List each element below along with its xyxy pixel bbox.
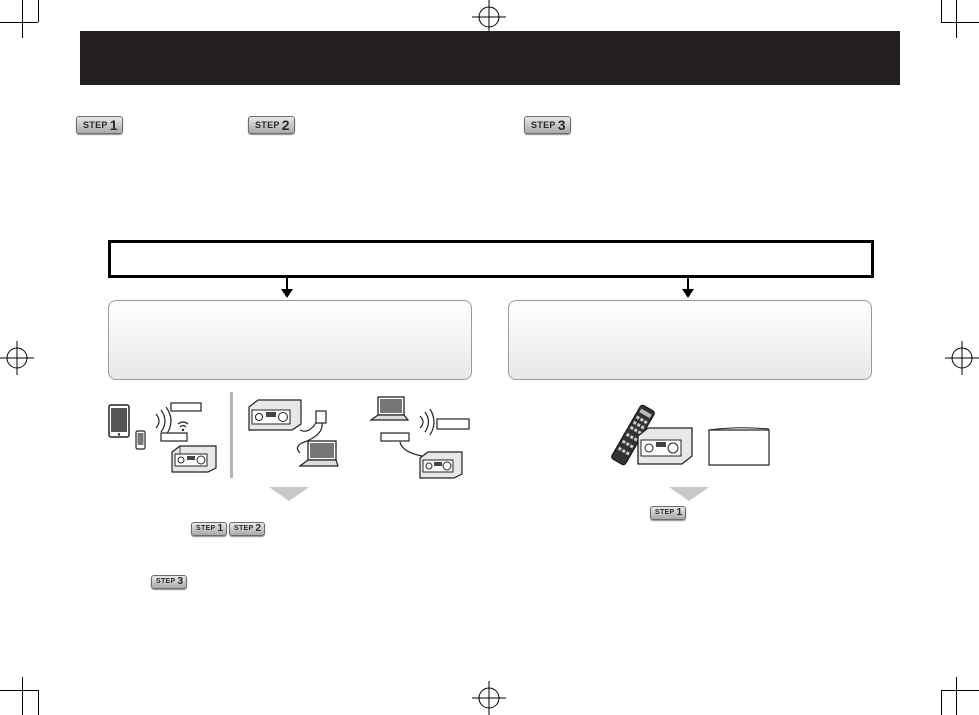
step-label: STEP (196, 525, 216, 532)
illustration-divider (230, 392, 233, 478)
step-label: STEP (156, 578, 176, 585)
crop-mark-br-v (956, 677, 957, 715)
crop-mark-bl-h (0, 690, 38, 691)
wireless-router-icon (170, 402, 202, 412)
crop-mark-tr-h (941, 22, 979, 23)
remote-control-icon (611, 404, 655, 466)
registration-mark-left (0, 341, 34, 375)
step-number: 3 (557, 117, 566, 133)
crop-mark-br-h (941, 690, 979, 691)
crop-mark-tl-h (0, 22, 38, 23)
arrow-down-left (281, 275, 293, 298)
network-setup-box (108, 300, 472, 380)
step-label: STEP (531, 120, 556, 130)
basic-setup-box (508, 300, 872, 380)
network-cable-icon (296, 410, 327, 454)
flow-triangle-right (669, 487, 709, 501)
crop-mark-bl-v (22, 677, 23, 715)
step-number: 2 (255, 523, 262, 534)
flow-triangle-left (269, 487, 309, 501)
tablet-icon (108, 404, 130, 438)
network-cable-icon (399, 441, 423, 457)
step-number: 1 (109, 117, 118, 133)
crop-mark-tr-v2 (941, 0, 942, 22)
wifi-waves-icon (419, 408, 435, 436)
manual-booklet-icon (708, 427, 770, 466)
header-bar (80, 31, 900, 85)
step-label: STEP (83, 120, 108, 130)
arrow-down-right (682, 275, 694, 298)
crop-mark-br-v2 (941, 690, 942, 715)
network-adapter-icon (160, 432, 188, 442)
step-number: 1 (217, 523, 224, 534)
registration-mark-top (472, 0, 506, 34)
registration-mark-bottom (472, 681, 506, 715)
wireless-router-icon (436, 418, 470, 430)
step-number: 1 (676, 507, 683, 518)
wifi-signal-icon (177, 421, 189, 432)
step-label: STEP (255, 120, 280, 130)
av-receiver-icon (637, 427, 693, 465)
av-receiver-icon (248, 399, 302, 431)
crop-mark-bl-v2 (38, 690, 39, 715)
step-number: 3 (177, 576, 184, 587)
av-receiver-icon (171, 445, 217, 473)
registration-mark-right (945, 341, 979, 375)
step-label: STEP (655, 509, 675, 516)
crop-mark-tl-v2 (38, 0, 39, 22)
av-receiver-icon (419, 451, 463, 479)
crop-mark-tl-v (22, 0, 23, 38)
crop-mark-tr-v (956, 0, 957, 38)
network-adapter-icon (380, 432, 410, 442)
step-label: STEP (234, 525, 254, 532)
laptop-icon (298, 440, 339, 467)
smartphone-icon (135, 430, 146, 450)
flow-question-box (108, 240, 874, 278)
laptop-icon (369, 396, 410, 421)
step-number: 2 (281, 117, 290, 133)
